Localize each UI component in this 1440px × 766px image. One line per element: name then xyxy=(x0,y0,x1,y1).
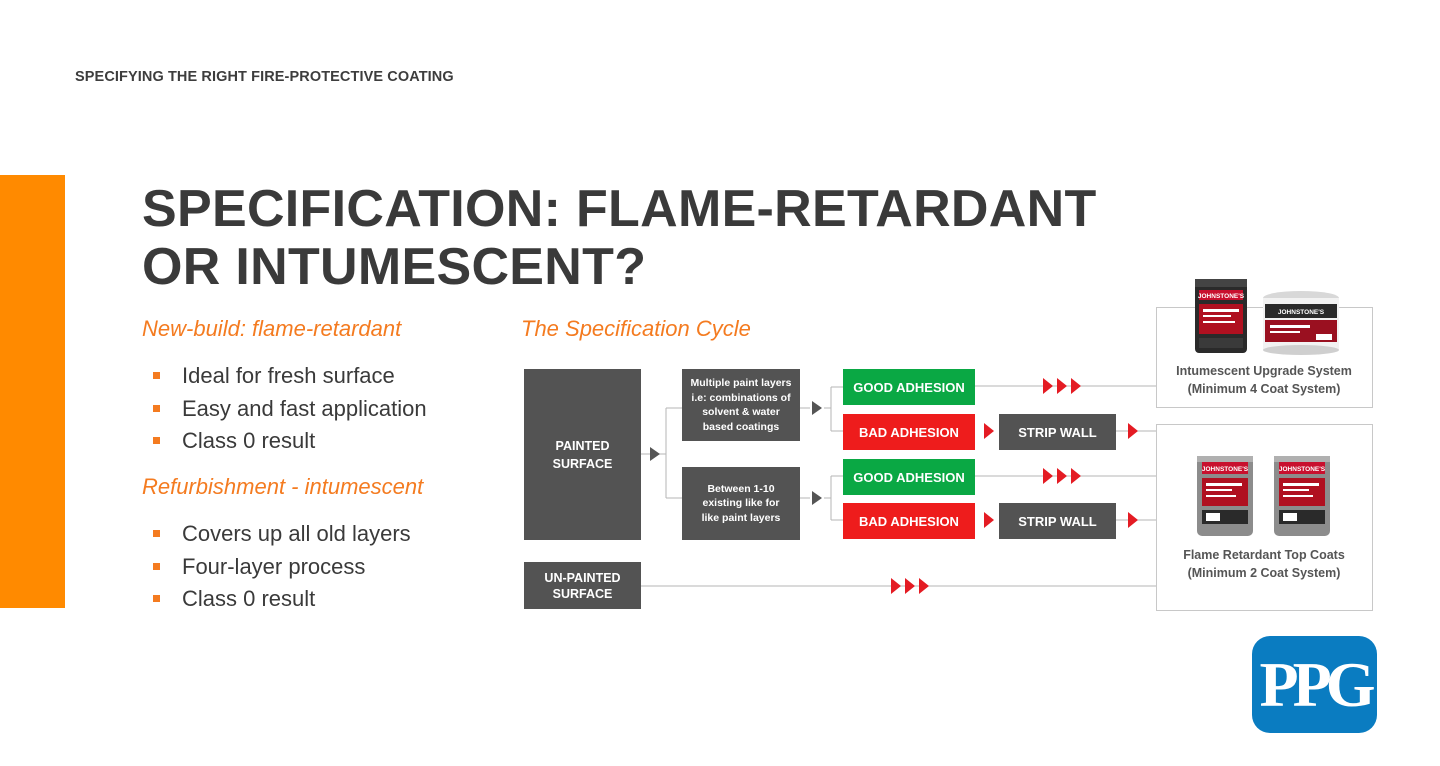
ppg-logo: PPG xyxy=(1252,636,1377,733)
unpainted-surface-box: UN-PAINTED SURFACE xyxy=(524,562,641,609)
red-arrow-icon xyxy=(1128,512,1138,528)
bullet-square-icon xyxy=(153,437,160,444)
refurb-heading: Refurbishment - intumescent xyxy=(142,474,424,499)
intumescent-system-label: Intumescent Upgrade System (Minimum 4 Co… xyxy=(1176,364,1352,396)
list-item: Covers up all old layers xyxy=(142,518,411,551)
title-line-2: OR INTUMESCENT? xyxy=(142,238,647,296)
bullet-square-icon xyxy=(153,530,160,537)
bullet-square-icon xyxy=(153,372,160,379)
good-adhesion-box: GOOD ADHESION xyxy=(843,459,975,495)
triple-arrow-icon xyxy=(1043,378,1053,394)
between-layers-box: Between 1-10 existing like for like pain… xyxy=(682,467,800,540)
flow-arrow-icon xyxy=(812,401,822,415)
bullet-square-icon xyxy=(153,404,160,412)
bullet-square-icon xyxy=(153,562,160,570)
bullet-square-icon xyxy=(153,595,160,602)
red-arrow-icon xyxy=(1128,423,1138,439)
bad-adhesion-box: BAD ADHESION xyxy=(843,414,975,450)
diagram-heading: The Specification Cycle xyxy=(521,316,751,341)
multiple-layers-box: Multiple paint layers i.e: combinations … xyxy=(682,369,800,441)
list-item: Ideal for fresh surface xyxy=(142,360,427,393)
flow-arrow-icon xyxy=(650,447,660,461)
svg-text:JOHNSTONE'S: JOHNSTONE'S xyxy=(1202,466,1249,473)
refurb-bullet-list: Covers up all old layers Four-layer proc… xyxy=(142,518,411,616)
newbuild-heading: New-build: flame-retardant xyxy=(142,316,402,341)
newbuild-bullet-list: Ideal for fresh surface Easy and fast ap… xyxy=(142,360,427,458)
svg-text:JOHNSTONE'S: JOHNSTONE'S xyxy=(1198,293,1245,300)
svg-text:JOHNSTONE'S: JOHNSTONE'S xyxy=(1278,309,1325,316)
list-item: Four-layer process xyxy=(142,551,411,584)
list-item: Class 0 result xyxy=(142,425,427,458)
svg-text:JOHNSTONE'S: JOHNSTONE'S xyxy=(1279,466,1326,473)
flow-arrow-icon xyxy=(812,491,822,505)
flame-retardant-paint-cans-icon: JOHNSTONE'S JOHNSTONE'S xyxy=(1197,456,1330,536)
painted-surface-box: PAINTED SURFACE xyxy=(524,369,641,540)
red-arrow-icon xyxy=(984,423,994,439)
title-line-1: SPECIFICATION: FLAME-RETARDANT xyxy=(142,180,1097,238)
list-item: Class 0 result xyxy=(142,583,411,616)
triple-arrow-icon xyxy=(891,578,901,594)
triple-arrow-icon xyxy=(1043,468,1053,484)
flame-retardant-product-panel xyxy=(1156,424,1373,611)
page-title: SPECIFICATION: FLAME-RETARDANT OR INTUME… xyxy=(142,180,1097,296)
section-header: SPECIFYING THE RIGHT FIRE-PROTECTIVE COA… xyxy=(75,69,454,85)
intumescent-paint-cans-icon: JOHNSTONE'S JOHNSTONE'S xyxy=(1195,279,1339,355)
red-arrow-icon xyxy=(984,512,994,528)
strip-wall-box: STRIP WALL xyxy=(999,414,1116,450)
good-adhesion-box: GOOD ADHESION xyxy=(843,369,975,405)
list-item: Easy and fast application xyxy=(142,393,427,426)
flame-retardant-label: Flame Retardant Top Coats (Minimum 2 Coa… xyxy=(1183,548,1345,580)
bad-adhesion-box: BAD ADHESION xyxy=(843,503,975,539)
accent-bar xyxy=(0,175,65,608)
strip-wall-box: STRIP WALL xyxy=(999,503,1116,539)
ppg-logo-text: PPG xyxy=(1259,648,1376,720)
